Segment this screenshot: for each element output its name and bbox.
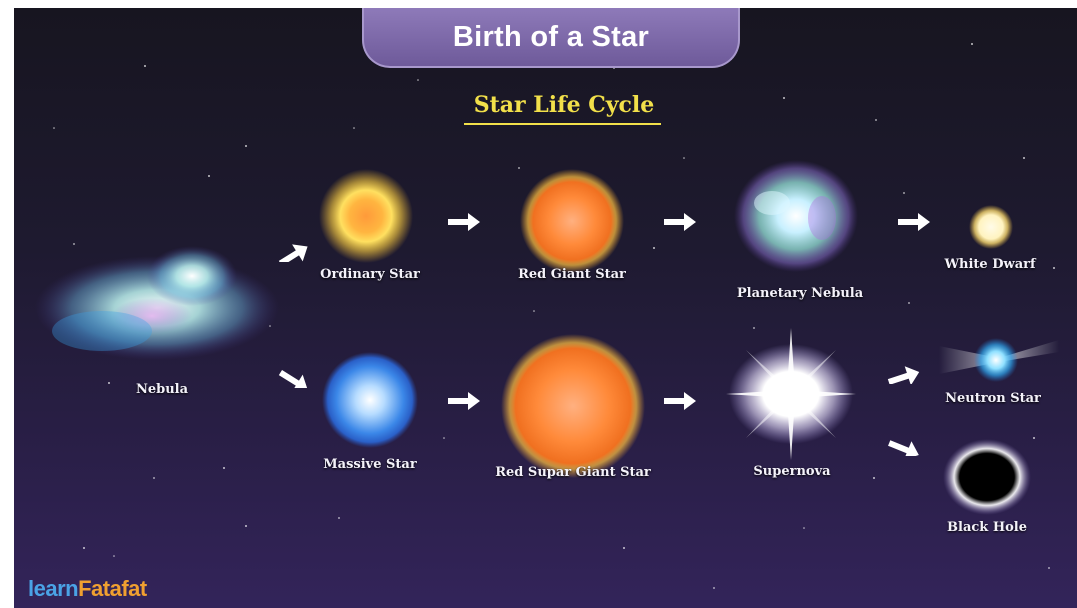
logo-learn: learn xyxy=(28,576,78,601)
arrow-icon xyxy=(276,240,312,262)
label-massive-star: Massive Star xyxy=(323,457,416,472)
arrow-icon xyxy=(446,211,482,233)
ordinary-star-image xyxy=(318,168,414,264)
label-neutron-star: Neutron Star xyxy=(945,391,1041,406)
arrow-icon xyxy=(896,211,932,233)
white-dwarf-image xyxy=(968,204,1014,250)
label-red-super-giant-star: Red Supar Giant Star xyxy=(495,465,651,480)
label-black-hole: Black Hole xyxy=(947,520,1027,535)
arrow-icon xyxy=(886,362,922,384)
red-giant-star-image xyxy=(519,168,625,274)
neutron-star-image xyxy=(939,330,1059,390)
arrow-icon xyxy=(276,366,312,388)
diagram-canvas: Birth of a Star Star Life Cycle Nebula xyxy=(14,8,1077,608)
label-planetary-nebula: Planetary Nebula xyxy=(737,286,863,301)
page-title: Birth of a Star xyxy=(453,21,649,54)
red-super-giant-star-image xyxy=(500,333,646,479)
diagram-subtitle: Star Life Cycle xyxy=(464,92,664,118)
brand-logo: learnFatafat xyxy=(28,576,147,602)
black-hole-image xyxy=(942,438,1032,516)
nebula-image xyxy=(32,236,282,371)
arrow-icon xyxy=(886,434,922,456)
logo-fatafat: Fatafat xyxy=(78,576,147,601)
label-red-giant-star: Red Giant Star xyxy=(518,267,626,282)
label-ordinary-star: Ordinary Star xyxy=(320,267,420,282)
arrow-icon xyxy=(662,390,698,412)
planetary-nebula-image xyxy=(732,158,860,278)
title-banner: Birth of a Star xyxy=(362,8,740,68)
arrow-icon xyxy=(446,390,482,412)
label-supernova: Supernova xyxy=(753,464,830,479)
label-nebula: Nebula xyxy=(136,382,188,397)
label-white-dwarf: White Dwarf xyxy=(944,257,1035,272)
massive-star-image xyxy=(320,350,420,450)
supernova-image xyxy=(726,328,856,460)
arrow-icon xyxy=(662,211,698,233)
subtitle-underline xyxy=(464,123,661,125)
